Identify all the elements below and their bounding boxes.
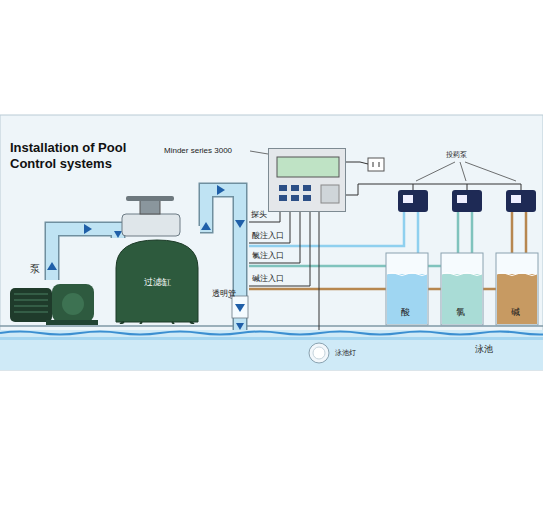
- pipe-body: [52, 229, 118, 280]
- water-pipe: [52, 229, 122, 280]
- valve-lever: [126, 196, 174, 201]
- flow-arrow: [201, 222, 211, 230]
- leader-line: [416, 162, 455, 181]
- label: 氯注入口: [252, 252, 284, 261]
- label: 碱注入口: [252, 275, 284, 284]
- flow-arrow: [217, 185, 225, 195]
- wire-line: [319, 212, 320, 342]
- leader-line: [465, 162, 516, 181]
- pool-shape: [0, 330, 543, 370]
- chlorine-wire: [249, 212, 300, 263]
- label: 透明管: [212, 290, 236, 299]
- node-text: 泳池灯: [335, 349, 356, 357]
- control-wire: [413, 184, 467, 190]
- dosing-pump: [398, 190, 428, 212]
- node-text: 酸: [401, 308, 410, 318]
- acid-tank: 酸: [385, 252, 429, 326]
- pump-display: [511, 195, 521, 203]
- socket-pin: [379, 162, 380, 167]
- node-text: 碱: [511, 308, 520, 318]
- node-text: 过滤缸: [144, 278, 171, 288]
- pump-display: [457, 195, 467, 203]
- power-socket: [368, 158, 384, 171]
- node-text: 氯: [456, 308, 465, 318]
- node-text: 泵: [30, 263, 40, 274]
- chlorine-tank: 氯: [440, 252, 484, 326]
- dosing-pump: [506, 190, 536, 212]
- dosing-pump: [452, 190, 482, 212]
- controller-box-shape: [269, 149, 347, 213]
- node-text: 泳池: [475, 345, 493, 355]
- node-text: Minder series 3000: [164, 147, 232, 156]
- signal-wire: [319, 212, 320, 342]
- leader-line: [460, 162, 466, 181]
- alkali-wire: [249, 212, 310, 286]
- title: Installation of Pool Control systems: [10, 140, 150, 173]
- pipe-outline: [52, 229, 118, 280]
- transparent-pipe: [232, 296, 248, 318]
- pool-light: 泳池灯: [308, 342, 330, 364]
- multiport-valve: [122, 214, 180, 236]
- pool-light-shape: [308, 342, 330, 364]
- pump-shape: [8, 280, 100, 325]
- acid-tube: [249, 212, 404, 246]
- dosing-pumps: [398, 190, 536, 212]
- filter-tank: 过滤缸: [112, 238, 202, 324]
- acid-wire: [249, 212, 290, 243]
- label: 投药泵: [446, 151, 467, 159]
- flow-arrow: [47, 262, 57, 270]
- pump-display: [403, 195, 413, 203]
- pump: 泵: [8, 280, 100, 325]
- leader-line: [250, 151, 268, 154]
- socket-pin: [373, 162, 374, 167]
- pool: 泳池 泳池灯: [0, 330, 543, 370]
- flow-arrow: [84, 224, 92, 234]
- valve-handle: [140, 200, 160, 214]
- arrowhead: [114, 231, 122, 238]
- arrowhead: [236, 323, 244, 330]
- power-wire: [346, 162, 368, 164]
- control-wire: [467, 184, 521, 190]
- flow-arrow: [235, 304, 245, 312]
- label: 酸注入口: [252, 232, 284, 241]
- flow-arrow: [235, 220, 245, 228]
- alkali-tank: 碱: [495, 252, 539, 326]
- controller-box: Minder series 3000: [268, 148, 346, 212]
- label: 探头: [251, 211, 267, 220]
- probe-wire: [249, 212, 280, 222]
